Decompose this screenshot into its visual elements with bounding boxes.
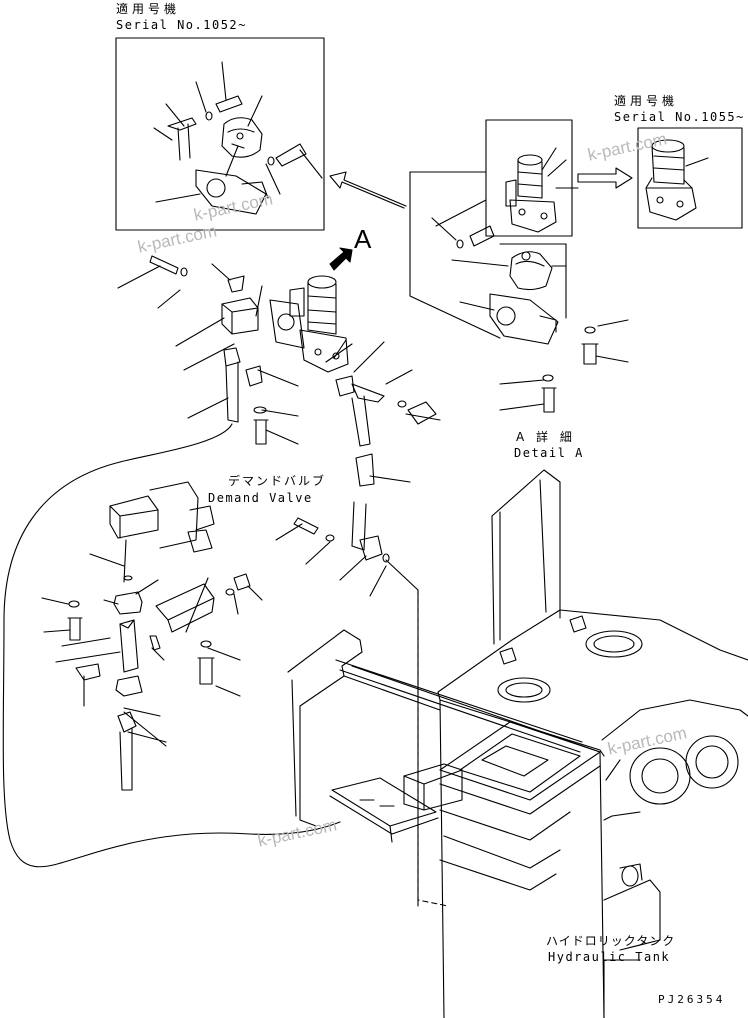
drawing-number: PJ26354 bbox=[658, 993, 726, 1006]
dashed-route-line bbox=[417, 589, 449, 907]
inset-1052-serial-label: Serial No.1052~ bbox=[116, 18, 247, 32]
hydraulic-tank-en-label: Hydraulic Tank bbox=[548, 950, 671, 964]
inset-box-serial-1055 bbox=[637, 127, 743, 229]
detail-a-jp-label: A 詳 細 bbox=[516, 430, 576, 444]
direction-arrows bbox=[329, 167, 633, 271]
main-valve-assembly bbox=[117, 255, 349, 445]
demand-valve-jp-label: デマンドバルブ bbox=[228, 474, 327, 488]
demand-valve-en-label: Demand Valve bbox=[208, 491, 313, 505]
inset-1055-serial-label: Serial No.1055~ bbox=[614, 110, 745, 124]
inset-1052-jp-label: 適用号機 bbox=[116, 2, 181, 16]
demand-valve-part bbox=[109, 481, 215, 583]
lower-left-parts bbox=[2, 423, 341, 868]
inset-1055-jp-label: 適用号機 bbox=[614, 94, 679, 108]
hydraulic-tank-jp-label: ハイドロリックタンク bbox=[546, 934, 676, 948]
detail-letter: A bbox=[354, 224, 372, 254]
inset-box-serial-1052 bbox=[115, 37, 325, 231]
detail-a-group bbox=[409, 119, 629, 413]
detail-a-en-label: Detail A bbox=[514, 446, 584, 460]
frame-structure bbox=[287, 469, 748, 1018]
